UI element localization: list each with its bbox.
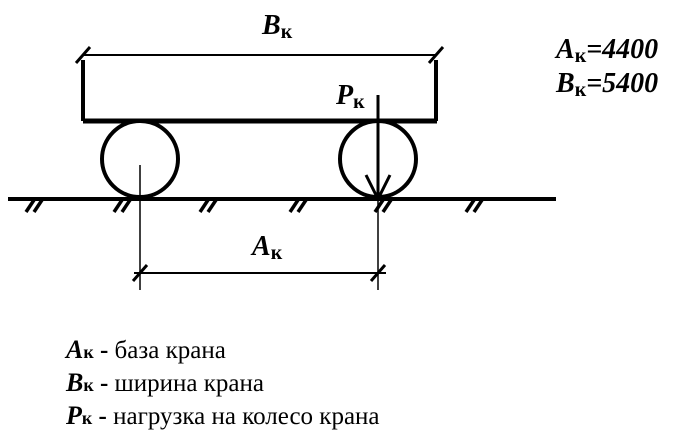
legend-symbol: B bbox=[66, 368, 84, 397]
load-label: Pк bbox=[335, 80, 365, 113]
legend-text: база крана bbox=[114, 337, 226, 364]
legend-symbol: A bbox=[66, 335, 84, 364]
load-arrow bbox=[364, 95, 392, 203]
ground-hatching bbox=[24, 199, 484, 213]
dimension-width bbox=[74, 46, 445, 64]
legend-symbol: P bbox=[66, 401, 82, 430]
dimension-base bbox=[131, 165, 387, 290]
value-b: Bк=5400 bbox=[555, 68, 658, 101]
legend-item-load: Pк - нагрузка на колесо крана bbox=[66, 401, 380, 433]
ground bbox=[8, 197, 556, 213]
base-label: Aк bbox=[250, 231, 283, 264]
value-a: Aк=4400 bbox=[554, 34, 658, 67]
crane-frame bbox=[81, 60, 438, 124]
legend-subscript: к bbox=[83, 375, 94, 395]
legend-item-base: Aк - база крана bbox=[66, 335, 226, 367]
width-label: Bк bbox=[261, 10, 293, 43]
legend-subscript: к bbox=[81, 408, 93, 428]
legend-text: ширина крана bbox=[114, 370, 264, 397]
legend-dash: - bbox=[92, 403, 114, 430]
legend-text: нагрузка на колесо крана bbox=[113, 403, 380, 430]
legend-item-width: Bк - ширина крана bbox=[66, 368, 264, 400]
legend-subscript: к bbox=[83, 342, 94, 362]
legend-dash: - bbox=[93, 370, 115, 397]
legend-dash: - bbox=[93, 337, 115, 364]
